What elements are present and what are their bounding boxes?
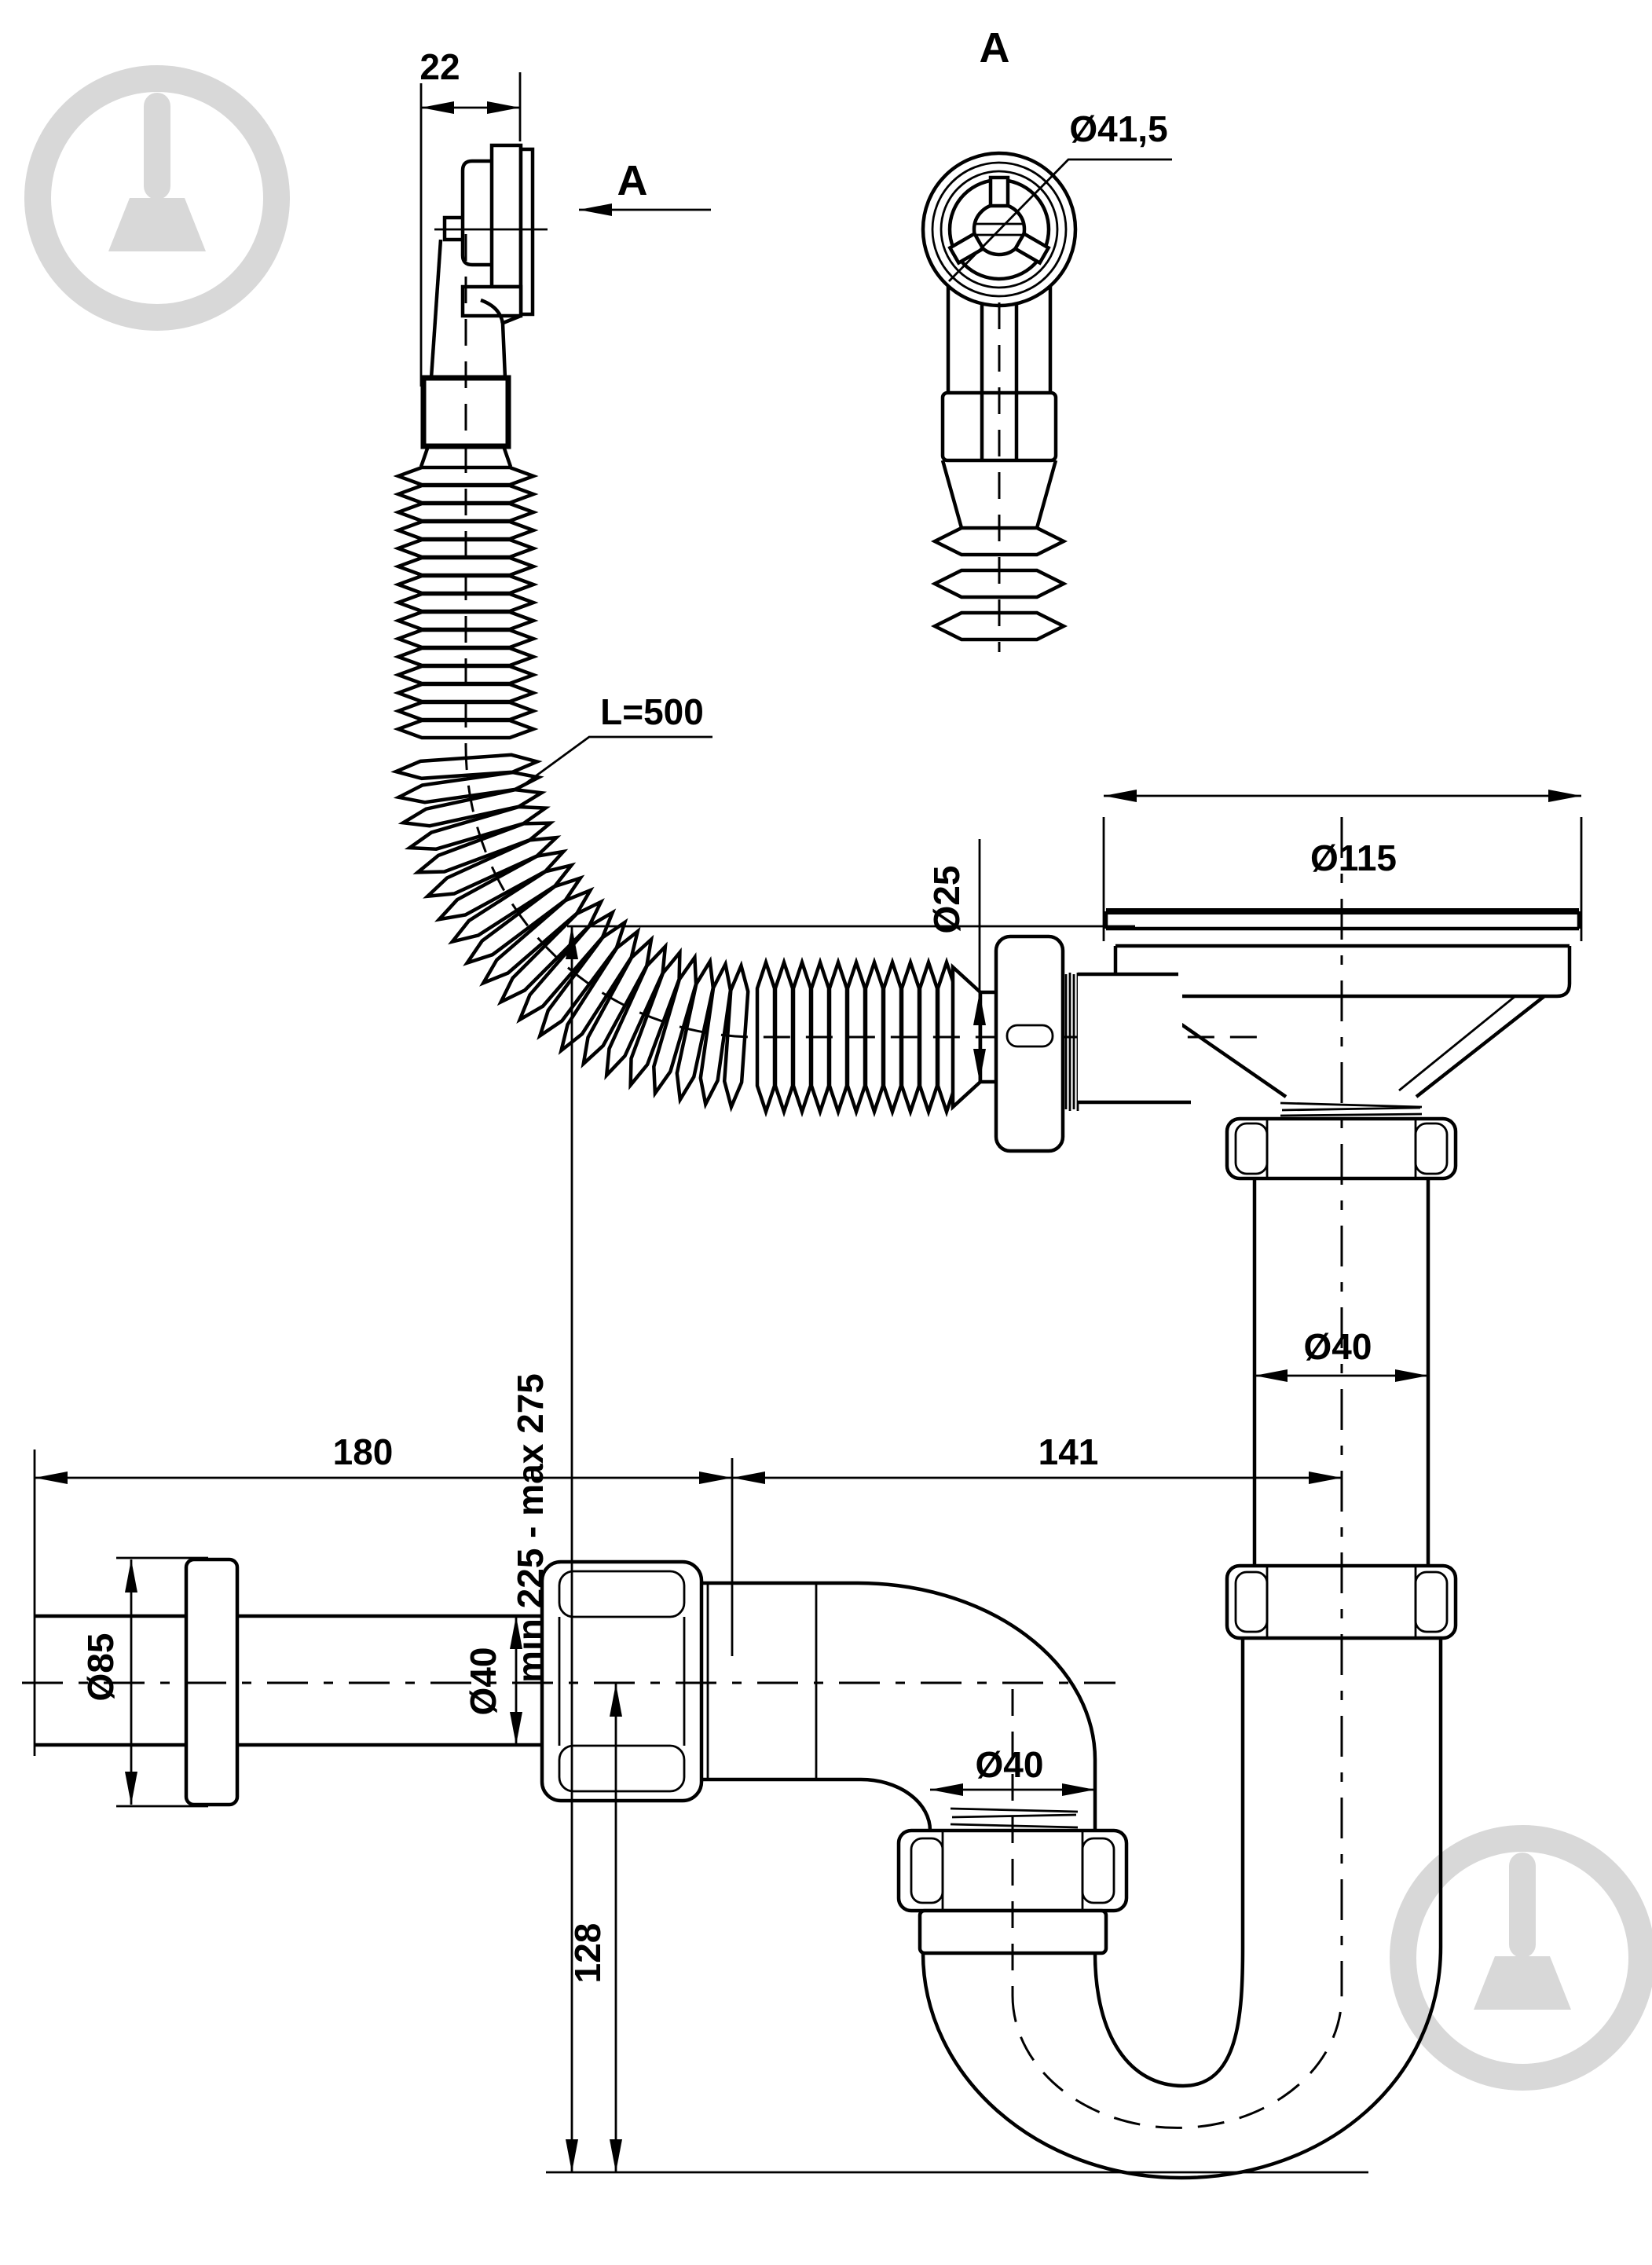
- overflow-inlet-stub: [1078, 974, 1182, 1102]
- watermark-handle-icon: [1509, 1853, 1536, 1958]
- overflow-body-left: [429, 239, 443, 379]
- outlet-assembly: Ø85 Ø40 Ø40: [35, 1556, 1097, 1832]
- watermark-top-left-logo: [24, 65, 290, 331]
- hose-ring: [698, 958, 733, 1110]
- corrugated-hose: L=500: [390, 234, 1257, 1118]
- watermark-trowel-icon: [1474, 1956, 1571, 2010]
- dim-trap-offset: 141: [1038, 1431, 1099, 1472]
- trap-u-bend-inner: [1093, 1946, 1245, 2088]
- dim-overflow-face-diameter: Ø41,5: [1069, 108, 1167, 149]
- overflow-section-view: A Ø41,5: [921, 24, 1172, 652]
- corrugated-hose-rings: [390, 465, 958, 1118]
- overflow-body-right: [480, 298, 507, 379]
- nut-slot: [558, 1570, 686, 1618]
- dimensions: 180 141 min 225 - max 275 128: [33, 925, 1368, 2174]
- thread-lines: [1280, 1101, 1423, 1117]
- hose-ring: [448, 862, 577, 945]
- hose-centerline: [464, 234, 1257, 1039]
- elbow-inner-bend: [860, 1777, 932, 1831]
- overflow-face-ring: [931, 161, 1068, 298]
- overflow-face-plate: [518, 147, 535, 317]
- dim-tailpipe-diameter: Ø40: [1304, 1326, 1372, 1367]
- hose-ring: [604, 941, 668, 1080]
- watermark-ring-icon: [24, 65, 290, 331]
- p-trap: [896, 1638, 1443, 2180]
- strainer-cone: [1415, 995, 1546, 1098]
- watermark-ring-icon: [1390, 1825, 1652, 2091]
- dim-strainer-diameter: Ø115: [1310, 837, 1397, 878]
- overflow-lower-slant: [500, 313, 522, 326]
- section-view-label: A: [980, 24, 1010, 71]
- hose-ring: [393, 555, 539, 577]
- strainer-cone-inner: [1398, 995, 1516, 1092]
- hose-ring: [393, 718, 539, 740]
- hose-length-leader: [524, 735, 712, 786]
- overflow-cap: [489, 143, 523, 289]
- elbow-outer-bend: [857, 1581, 1097, 1832]
- elbow-compression-nut: [540, 1559, 704, 1803]
- watermark-handle-icon: [144, 93, 170, 200]
- overflow-lower-flange: [460, 284, 523, 318]
- trap-u-bend-outer: [921, 1946, 1443, 2180]
- thread-lines: [1064, 973, 1079, 1111]
- dim-elbow-diameter: Ø40: [976, 1744, 1044, 1785]
- dim-overflow-width: 22: [419, 46, 460, 87]
- tailpipe: Ø40: [1225, 1178, 1458, 1640]
- dim-escutcheon-diameter: Ø85: [80, 1633, 121, 1702]
- dim-trap-depth: 128: [567, 1923, 608, 1984]
- overflow-face-ring: [940, 170, 1059, 289]
- dim-hose-length: L=500: [600, 691, 704, 732]
- hose-ring: [479, 886, 595, 987]
- overflow-connection: Ø25: [926, 839, 1079, 1153]
- sink-strainer: Ø115: [1078, 790, 1583, 1181]
- hub-spokes: [947, 175, 1051, 266]
- watermark-bottom-right-logo: [1390, 1825, 1652, 2091]
- hose-ring: [393, 682, 539, 704]
- trap-bend-centerline: [1011, 1995, 1343, 2129]
- watermark-trowel-icon: [108, 198, 206, 251]
- diameter-leader-line: [948, 158, 1172, 282]
- thread-lines: [950, 1807, 1079, 1829]
- dim-wall-offset: 180: [333, 1431, 394, 1472]
- hose-ring: [652, 952, 698, 1099]
- dim-height-range: min 225 - max 275: [510, 1373, 551, 1683]
- section-arrow-label: A: [617, 157, 648, 204]
- overflow-side-view: 22 A: [419, 46, 711, 387]
- overflow-bell: [460, 159, 492, 267]
- nut-slot: [1005, 1024, 1054, 1048]
- dim-hose-connector-diameter: Ø25: [926, 866, 967, 934]
- dim-outlet-diameter: Ø40: [463, 1647, 504, 1716]
